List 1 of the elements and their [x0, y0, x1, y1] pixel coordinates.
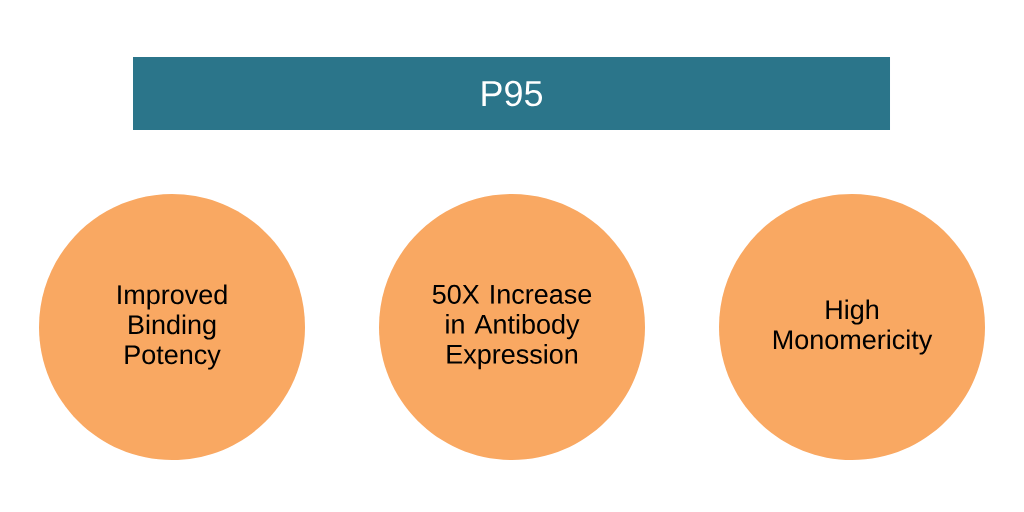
title-band: P95	[133, 57, 890, 130]
